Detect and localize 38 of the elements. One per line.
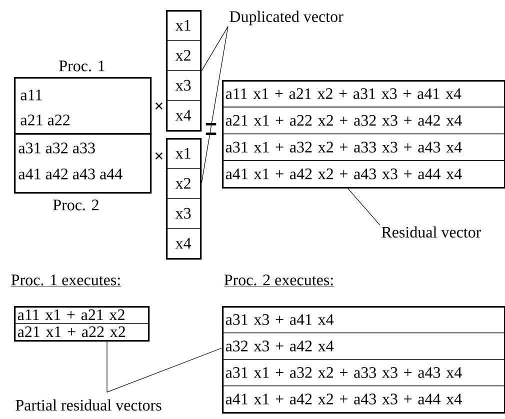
vector-cell: x1 <box>166 138 201 169</box>
matrix-block: a31 a32 a33 a41 a42 a43 a44 Proc. 2 <box>14 133 152 210</box>
section-heading: Proc. 2 executes: <box>224 274 334 287</box>
leader-line <box>201 26 228 72</box>
section-heading: Proc. 1 executes: <box>10 274 122 287</box>
annotation-text: Duplicated vector <box>230 10 344 26</box>
vector-row: a21 x1 + a22 x2 + a32 x3 + a42 x4 <box>222 106 505 134</box>
vector-cell: x4 <box>166 228 201 259</box>
vector-row: a32 x3 + a42 x4 <box>222 332 505 360</box>
vector-box <box>222 80 505 189</box>
leader-line <box>106 348 222 392</box>
vector-cell: x2 <box>166 168 201 199</box>
vector-cell: x3 <box>166 70 201 101</box>
times-sign: × <box>155 152 162 160</box>
vector-cell: x1 <box>166 10 201 41</box>
leader-line <box>201 26 228 184</box>
leader-line <box>348 188 380 226</box>
node-label: Proc. 2 <box>53 200 98 210</box>
vector-box <box>166 138 202 260</box>
annotation-text: Residual vector <box>382 226 482 238</box>
vector-row: a31 x3 + a41 x4 <box>222 306 505 334</box>
vector-row: a41 x1 + a42 x2 + a43 x3 + a44 x4 <box>222 160 505 188</box>
vector-row: a21 x1 + a22 x2 <box>14 323 149 341</box>
vector-row: a11 x1 + a21 x2 + a31 x3 + a41 x4 <box>222 80 505 108</box>
vector-cell: x4 <box>166 100 201 131</box>
annotation-text: Partial residual vectors <box>16 399 162 411</box>
vector-row: a41 x1 + a42 x2 + a43 x3 + a44 x4 <box>222 386 505 413</box>
vector-box <box>222 306 505 414</box>
times-sign: × <box>155 102 162 110</box>
vector-box <box>14 306 150 342</box>
vector-row: a31 x1 + a32 x2 + a33 x3 + a43 x4 <box>222 359 505 386</box>
node-label: Proc. 1 <box>59 60 104 72</box>
vector-cell: x2 <box>166 40 201 71</box>
leader-line <box>106 341 108 392</box>
vector-cell: x3 <box>166 198 201 229</box>
vector-box <box>166 10 202 132</box>
vector-row: a31 x1 + a32 x2 + a33 x3 + a43 x4 <box>222 134 505 161</box>
vector-row: a11 x1 + a21 x2 <box>14 306 149 324</box>
